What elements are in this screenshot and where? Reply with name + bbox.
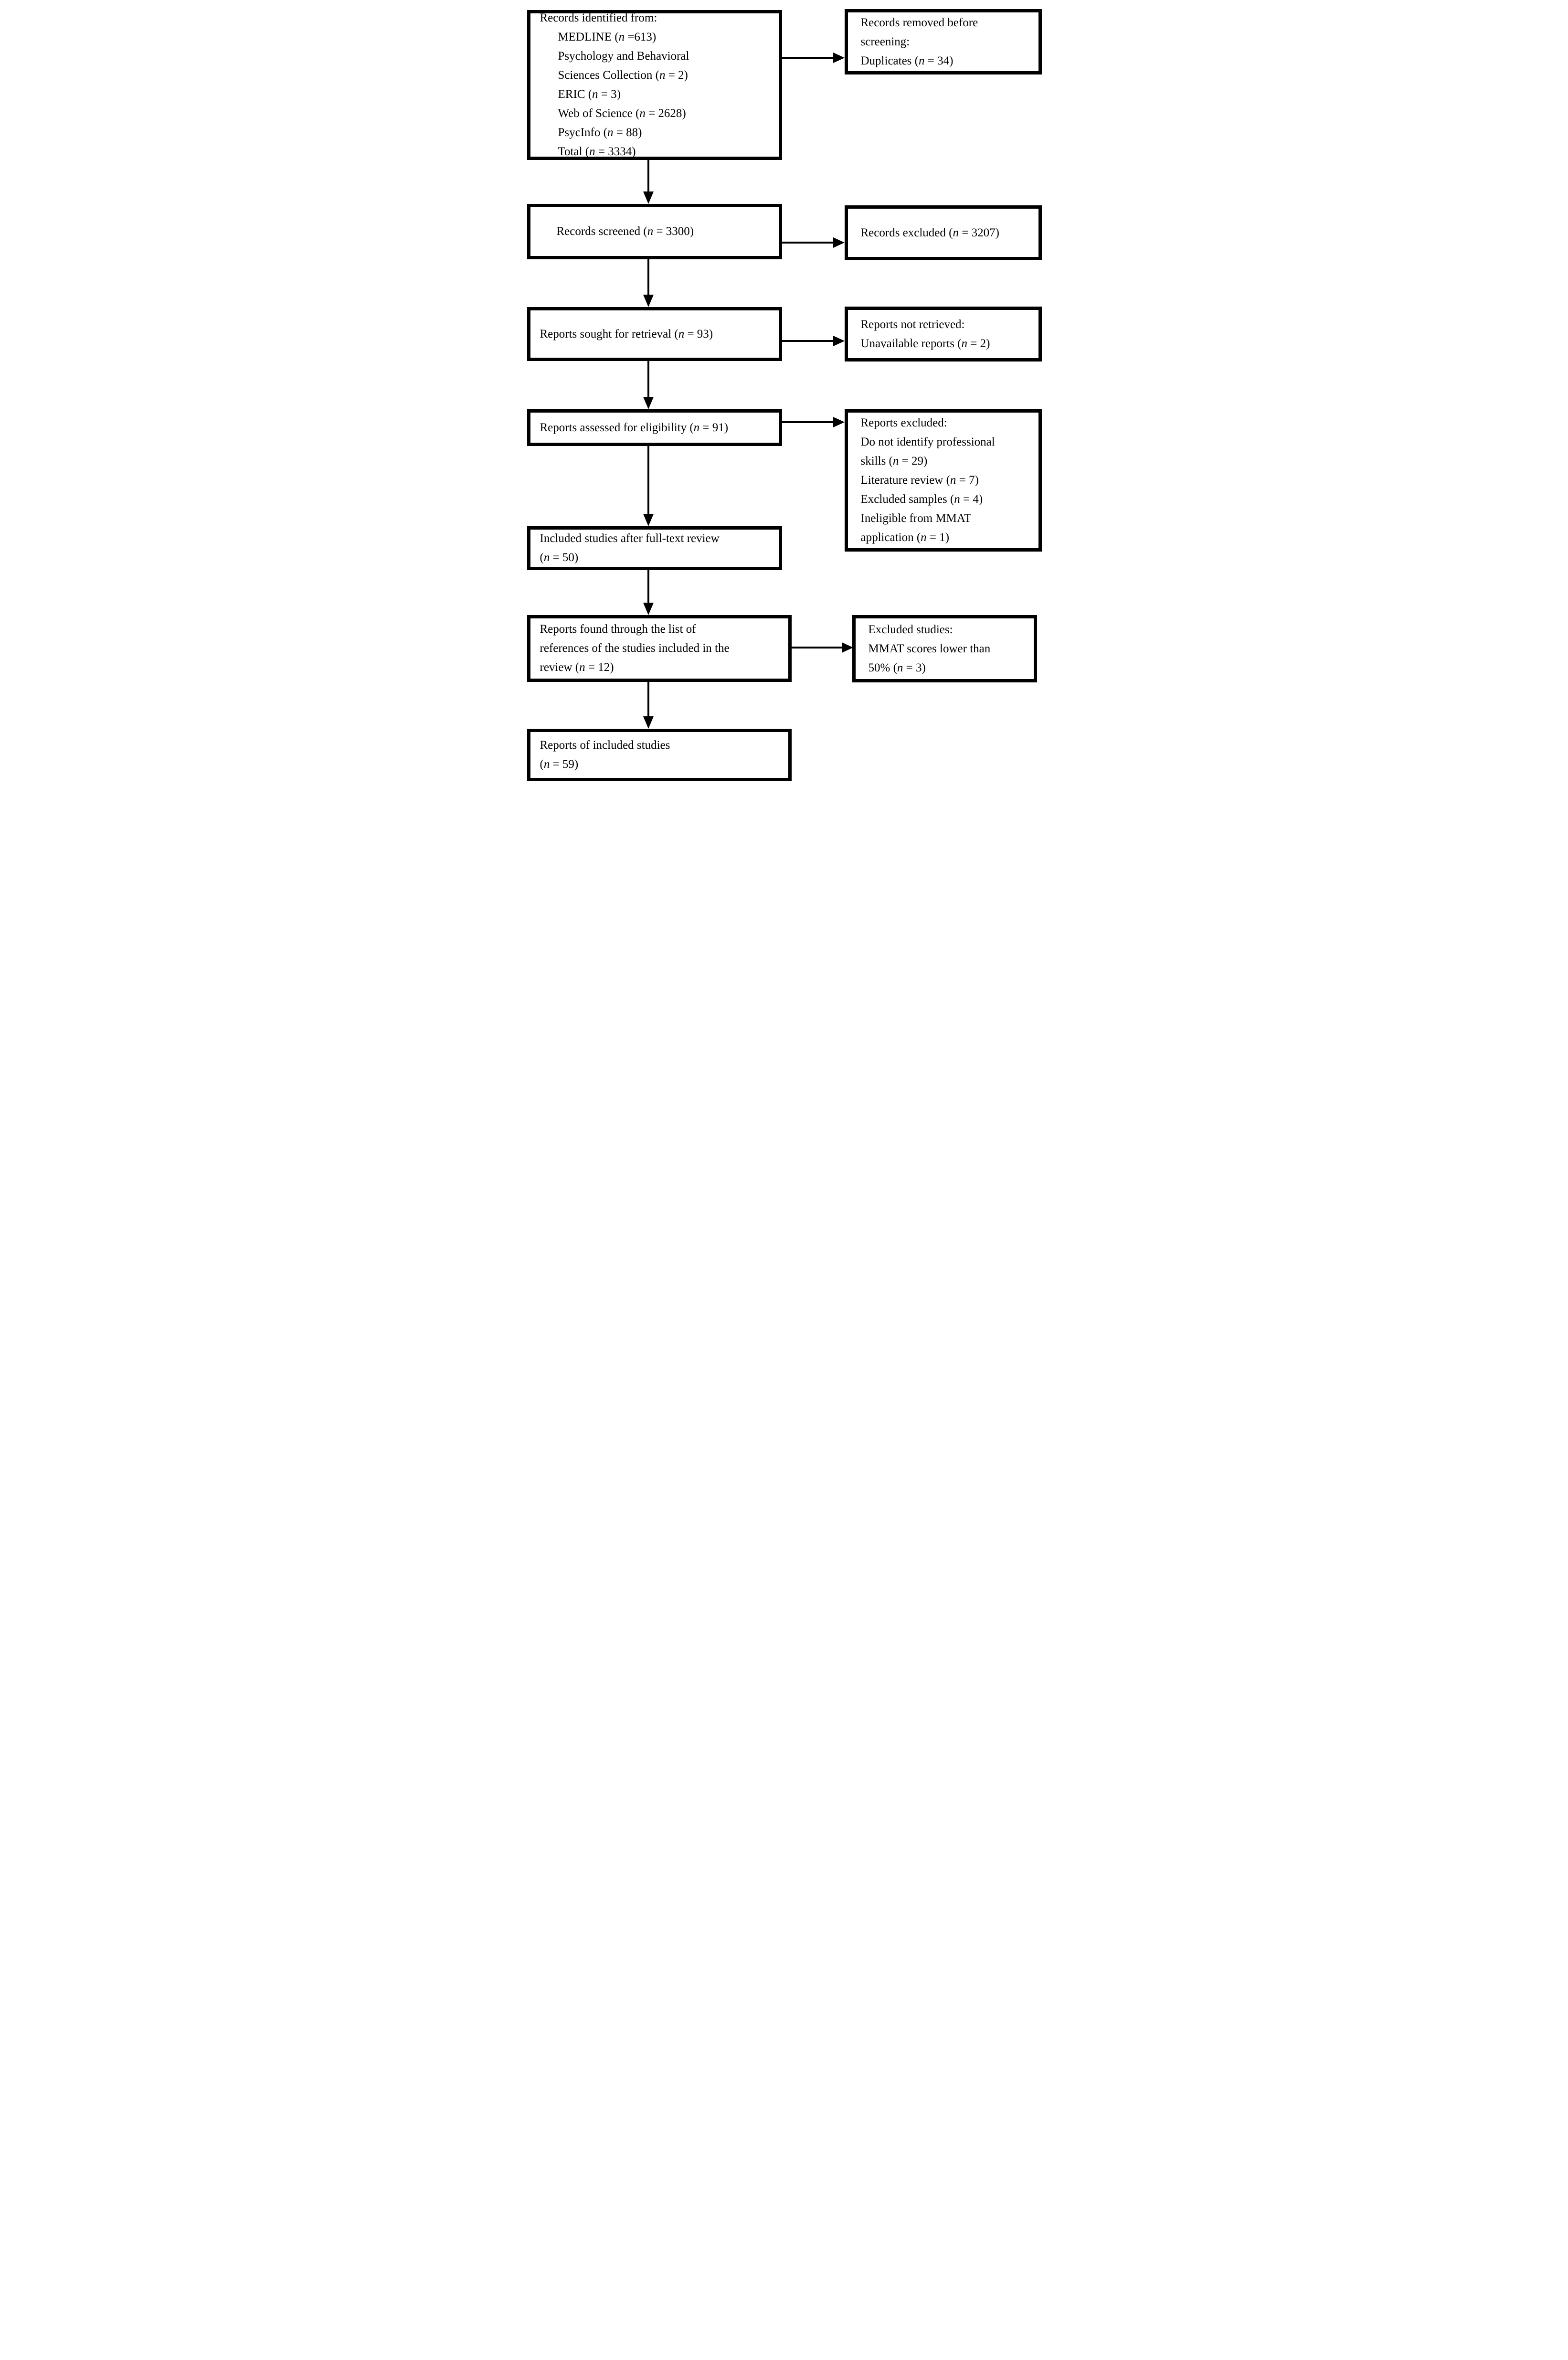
arrow-head-right-icon	[833, 336, 845, 346]
text-line: screening:	[860, 35, 910, 48]
text-line: Records identified from:	[540, 11, 657, 24]
prisma-flow-diagram: Records identified from: MEDLINE (n =613…	[522, 0, 1046, 787]
arrow-head-down-icon	[643, 397, 654, 409]
text-line: Excluded studies:	[868, 623, 953, 636]
box-reports-assessed: Reports assessed for eligibility (n = 91…	[527, 409, 782, 446]
arrow-shaft	[782, 340, 833, 342]
arrow-head-down-icon	[643, 514, 654, 526]
arrow-head-right-icon	[841, 642, 853, 653]
arrow-shaft	[647, 361, 649, 398]
text-line: review (n = 12)	[540, 661, 614, 674]
box-included-fulltext: Included studies after full-text review (…	[527, 526, 782, 570]
arrow-head-right-icon	[833, 53, 845, 63]
arrow-shaft	[791, 647, 842, 648]
arrow-shaft	[647, 682, 649, 717]
text-line: Records screened (n = 3300)	[556, 225, 694, 238]
text-line: Records excluded (n = 3207)	[860, 226, 999, 239]
arrow-shaft	[647, 446, 649, 515]
text-line: Psychology and Behavioral	[558, 50, 689, 63]
box-reports-sought: Reports sought for retrieval (n = 93)	[527, 307, 782, 361]
arrow-shaft	[647, 160, 649, 192]
arrow-shaft	[782, 57, 833, 59]
text-line: 50% (n = 3)	[868, 661, 926, 674]
text-line: Ineligible from MMAT	[860, 512, 972, 525]
text-line: application (n = 1)	[860, 531, 950, 544]
text-line: Sciences Collection (n = 2)	[558, 69, 688, 82]
text-line: MMAT scores lower than	[868, 642, 991, 655]
box-excluded-studies: Excluded studies: MMAT scores lower than 5…	[852, 615, 1037, 682]
box-records-removed: Records removed before screening: Duplicat…	[844, 9, 1042, 74]
arrow-head-down-icon	[643, 716, 654, 729]
arrow-head-down-icon	[643, 191, 654, 204]
box-reports-excluded: Reports excluded: Do not identify profess…	[844, 409, 1042, 552]
text-line: (n = 50)	[540, 551, 579, 564]
box-records-screened: Records screened (n = 3300)	[527, 204, 782, 259]
arrow-shaft	[647, 570, 649, 604]
text-line: PsycInfo (n = 88)	[558, 126, 642, 139]
arrow-head-right-icon	[833, 417, 845, 427]
identification-source-list: MEDLINE (n =613) Psychology and Behaviora…	[558, 28, 775, 161]
text-line: Reports excluded:	[860, 416, 947, 429]
arrow-head-down-icon	[643, 603, 654, 615]
arrow-head-down-icon	[643, 295, 654, 307]
arrow-head-right-icon	[833, 237, 845, 248]
box-records-identified: Records identified from: MEDLINE (n =613…	[527, 10, 782, 160]
text-line: Reports of included studies	[540, 739, 670, 752]
box-reports-not-retrieved: Reports not retrieved: Unavailable report…	[844, 307, 1042, 361]
text-line: Reports not retrieved:	[860, 318, 965, 331]
text-line: Records removed before	[860, 16, 978, 29]
text-line: Total (n = 3334)	[558, 145, 636, 158]
text-line: (n = 59)	[540, 758, 579, 771]
text-line: Reports sought for retrieval (n = 93)	[540, 327, 713, 340]
text-line: Included studies after full-text review	[540, 532, 720, 545]
arrow-shaft	[782, 242, 833, 244]
text-line: Do not identify professional	[860, 436, 995, 448]
arrow-shaft	[782, 421, 833, 423]
text-line: Literature review (n = 7)	[860, 474, 979, 487]
text-line: Reports assessed for eligibility (n = 91…	[540, 421, 729, 434]
box-records-excluded: Records excluded (n = 3207)	[844, 205, 1042, 260]
arrow-shaft	[647, 259, 649, 296]
text-line: ERIC (n = 3)	[558, 88, 621, 101]
text-line: skills (n = 29)	[860, 455, 928, 468]
box-reports-from-references: Reports found through the list of referen…	[527, 615, 792, 682]
text-line: Duplicates (n = 34)	[860, 54, 954, 67]
text-line: MEDLINE (n =613)	[558, 31, 657, 43]
text-line: Excluded samples (n = 4)	[860, 493, 983, 506]
text-line: Web of Science (n = 2628)	[558, 107, 686, 120]
text-line: references of the studies included in th…	[540, 642, 730, 655]
text-line: Reports found through the list of	[540, 623, 696, 636]
box-reports-of-included-studies: Reports of included studies (n = 59)	[527, 729, 792, 781]
text-line: Unavailable reports (n = 2)	[860, 337, 990, 350]
